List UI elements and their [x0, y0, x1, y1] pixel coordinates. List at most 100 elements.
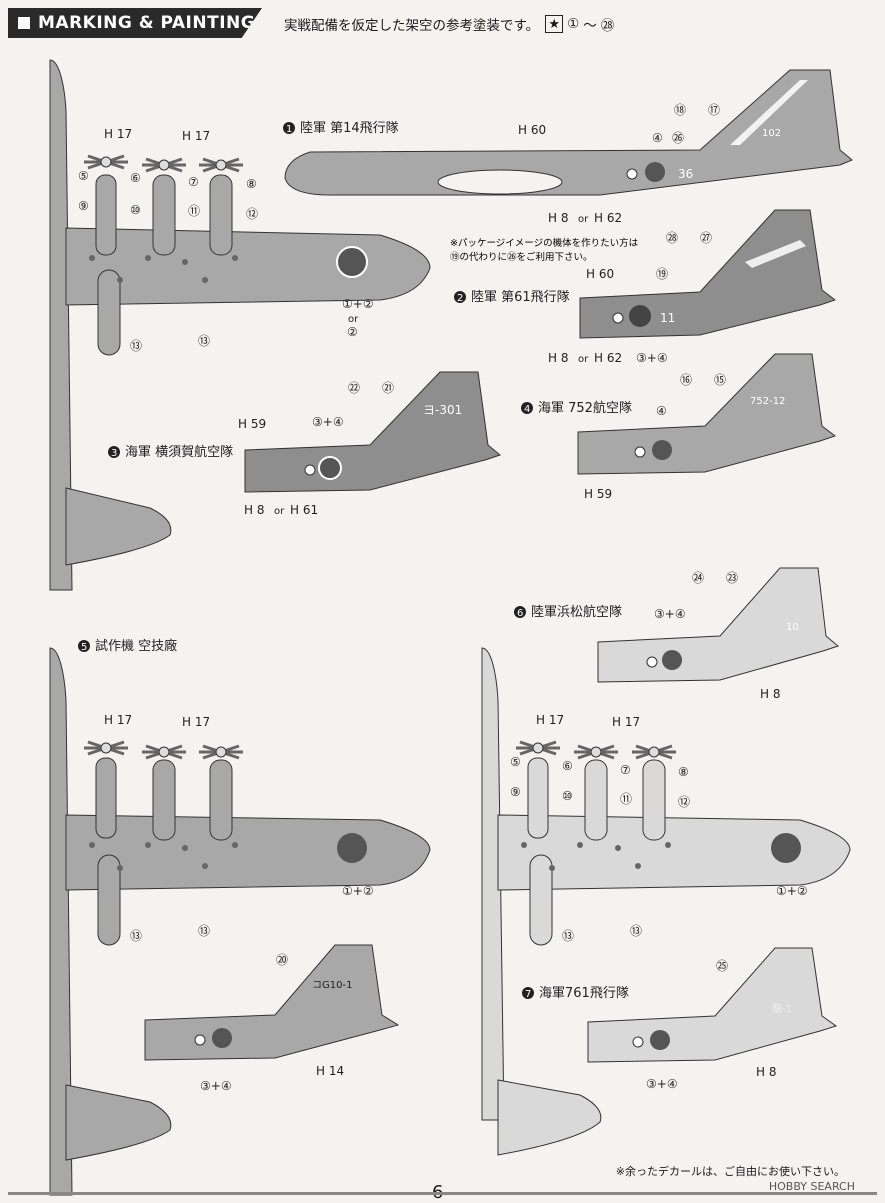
scheme1-tail-code: 102 — [762, 128, 781, 139]
label-24: ㉔ — [692, 571, 704, 585]
range-end: ㉘ — [600, 18, 615, 34]
scheme5-number: 5 — [81, 642, 87, 653]
label-h60: H 60 — [518, 123, 546, 137]
label-15: ⑮ — [714, 373, 726, 387]
label-19: ⑲ — [656, 267, 668, 281]
scheme6-name: 陸軍浜松航空隊 — [531, 604, 622, 620]
scheme7-plan-view — [481, 647, 851, 1156]
label-13: ⑬ — [198, 924, 210, 938]
label-20: ⑳ — [276, 953, 288, 967]
label-8: ⑧ — [678, 765, 689, 779]
label-25: ㉕ — [716, 959, 728, 973]
scheme5-tail-code: コG10-1 — [312, 980, 352, 991]
scheme1-name: 陸軍 第14飛行隊 — [300, 120, 399, 136]
scheme7-tail-code: 龍-1 — [772, 1002, 792, 1015]
scheme5-side-labels: ⑳ コG10-1 ③+④ H 14 — [200, 953, 352, 1093]
scheme4-number: 4 — [524, 404, 530, 415]
label-1-plus-2: ①+② — [342, 884, 374, 898]
scheme3-name: 海軍 横須賀航空隊 — [125, 444, 233, 460]
label-13: ⑬ — [198, 334, 210, 348]
label-21: ㉑ — [382, 381, 394, 395]
label-13: ⑬ — [562, 929, 574, 943]
label-7: ⑦ — [188, 175, 199, 189]
range-start: ① — [567, 16, 580, 32]
scheme7-name: 海軍761飛行隊 — [539, 985, 629, 1001]
scheme6-labels: 6 陸軍浜松航空隊 ③+④ ㉔ ㉓ 10 H 8 — [514, 571, 799, 701]
label-9: ⑨ — [510, 785, 521, 799]
scheme6-side-view — [597, 567, 840, 683]
label-or: or — [578, 214, 589, 225]
label-10: ⑩ — [130, 203, 141, 217]
note-package-line1: ※パッケージイメージの機体を作りたい方は — [450, 237, 639, 249]
label-5: ⑤ — [510, 755, 521, 769]
scheme5-plan-view — [49, 647, 431, 1196]
label-13: ⑬ — [630, 924, 642, 938]
scheme1-side-view — [284, 69, 853, 196]
section-header: MARKING & PAINTING — [8, 8, 262, 38]
range-tilde: ～ — [583, 18, 597, 34]
label-3-plus-4: ③+④ — [200, 1079, 232, 1093]
scheme1-fuselage-code: 36 — [678, 167, 693, 181]
scheme2-name: 陸軍 第61飛行隊 — [471, 289, 570, 305]
subtitle-text: 実戦配備を仮定した架空の参考塗装です。 — [284, 18, 540, 34]
watermark: HOBBY SEARCH — [768, 1180, 855, 1193]
scheme5-labels: 5 試作機 空技廠 H 17 H 17 ①+② ⑬ ⑬ — [78, 638, 374, 943]
label-h14: H 14 — [316, 1064, 344, 1078]
label-h17: H 17 — [104, 713, 132, 727]
label-12: ⑫ — [246, 207, 258, 221]
label-11: ⑪ — [188, 204, 200, 218]
label-h17: H 17 — [182, 715, 210, 729]
label-h62: H 62 — [594, 351, 622, 365]
label-or: or — [578, 354, 589, 365]
note-package-line2: ⑲の代わりに㉖をご利用下さい。 — [450, 251, 593, 263]
callouts-top-left: H 17 H 17 ⑤ ⑨ ⑥ ⑩ ⑦ ⑪ ⑧ ⑫ ⑬ ⑬ ①+② or ② — [78, 127, 374, 353]
label-h17: H 17 — [104, 127, 132, 141]
label-9: ⑨ — [78, 199, 89, 213]
scheme3-number: 3 — [111, 448, 117, 459]
subtitle: 実戦配備を仮定した架空の参考塗装です。 ★ ① ～ ㉘ — [284, 14, 614, 34]
label-3-plus-4: ③+④ — [636, 351, 668, 365]
label-4: ④ — [656, 404, 667, 418]
scheme3-side-view — [244, 371, 502, 493]
label-or: or — [274, 506, 285, 517]
label-23: ㉓ — [726, 571, 738, 585]
label-10: ⑩ — [562, 789, 573, 803]
label-11: ⑪ — [620, 792, 632, 806]
label-h17: H 17 — [182, 129, 210, 143]
scheme6-tail-code: 10 — [786, 622, 799, 633]
scheme1-labels: 1 陸軍 第14飛行隊 H 60 ④ ㉖ ⑱ ⑰ 102 36 H 8 or H… — [283, 103, 781, 225]
label-or: or — [348, 314, 359, 325]
scheme3-labels: 3 海軍 横須賀航空隊 H 59 ③+④ ㉒ ㉑ ヨ-301 H 8 or H … — [108, 381, 462, 517]
label-1-plus-2: ①+② — [342, 297, 374, 311]
scheme7-labels: 7 海軍761飛行隊 ㉕ 龍-1 ③+④ H 8 — [522, 959, 792, 1091]
label-22: ㉒ — [348, 381, 360, 395]
plan-view-top-left — [49, 59, 431, 591]
scheme4-labels: 4 海軍 752航空隊 ④ ⑯ ⑮ 752-12 H 59 — [521, 373, 785, 501]
scheme5-name: 試作機 空技廠 — [95, 638, 177, 654]
label-16: ⑯ — [680, 373, 692, 387]
label-h17: H 17 — [536, 713, 564, 727]
scheme7-number: 7 — [525, 989, 531, 1000]
scheme1-number: 1 — [286, 124, 292, 135]
label-28: ㉘ — [666, 231, 678, 245]
label-6: ⑥ — [562, 759, 573, 773]
label-18: ⑱ — [674, 103, 686, 117]
label-h59: H 59 — [584, 487, 612, 501]
label-h60: H 60 — [586, 267, 614, 281]
label-13: ⑬ — [130, 929, 142, 943]
label-27: ㉗ — [700, 231, 712, 245]
label-h17: H 17 — [612, 715, 640, 729]
label-h8: H 8 — [548, 211, 568, 225]
label-12: ⑫ — [678, 795, 690, 809]
star-icon: ★ — [545, 15, 564, 33]
header-square-icon — [18, 17, 30, 29]
label-5: ⑤ — [78, 169, 89, 183]
label-2: ② — [347, 325, 358, 339]
scheme3-tail-code: ヨ-301 — [423, 403, 462, 417]
label-h62: H 62 — [594, 211, 622, 225]
scheme2-fuselage-code: 11 — [660, 311, 675, 325]
label-4: ④ — [652, 131, 663, 145]
label-13: ⑬ — [130, 339, 142, 353]
label-6: ⑥ — [130, 171, 141, 185]
